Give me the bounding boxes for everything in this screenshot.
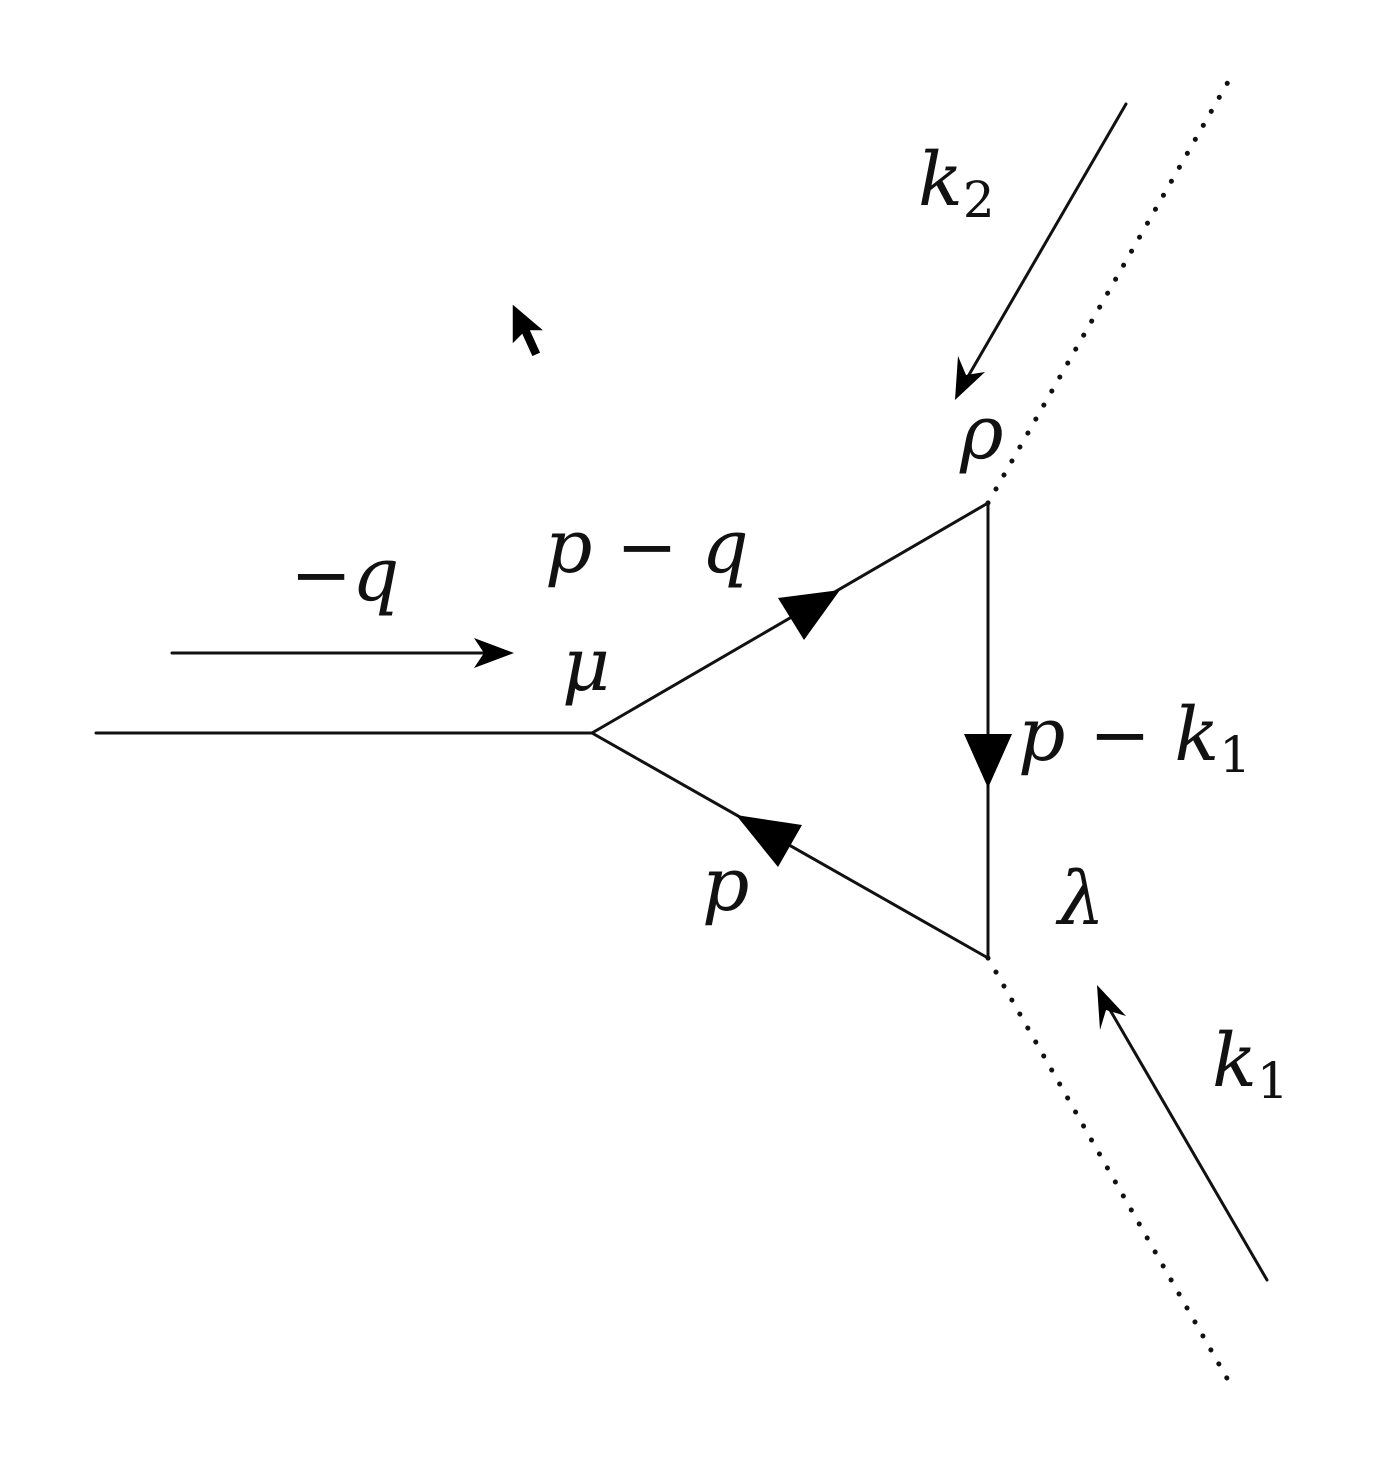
vertex-label-mu: μ (562, 622, 610, 708)
momentum-label-k1: k1 (1212, 1018, 1289, 1110)
momentum-label-k2: k2 (918, 137, 995, 229)
arrowhead-top-edge-icon (778, 590, 840, 640)
momentum-label-p-minus-k1: p − k1 (1018, 692, 1251, 784)
external-dotted-rho (985, 79, 1231, 506)
momentum-label-p-minus-q: p − q (545, 504, 749, 590)
momentum-arrow-k2 (955, 102, 1128, 400)
vertex-label-rho: ρ (959, 390, 1004, 476)
momentum-arrow-minus-q (170, 638, 514, 668)
arrowhead-bottom-edge-icon (736, 815, 802, 867)
external-dotted-lambda (985, 955, 1231, 1383)
momentum-label-minus-q: −q (290, 532, 399, 618)
arrowhead-right-edge-icon (964, 734, 1012, 788)
momentum-arrow-k1 (1097, 985, 1269, 1282)
vertex-label-lambda: λ (1055, 856, 1105, 942)
momentum-label-p: p (702, 842, 749, 928)
mouse-cursor-icon (511, 301, 548, 358)
fermion-edge-top (590, 501, 990, 735)
